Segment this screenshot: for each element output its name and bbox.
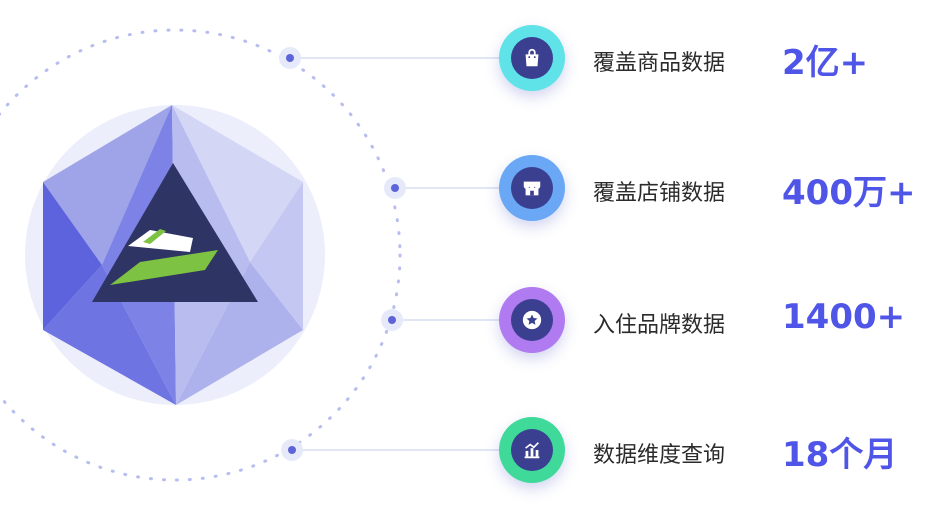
stat-label: 数据维度查询 (593, 443, 726, 468)
stat-badge (499, 155, 565, 221)
stat-value: 2亿+ (782, 43, 869, 83)
shopping-bag-icon (525, 48, 539, 67)
polyhedron-emblem (25, 105, 325, 405)
stat-badge (499, 25, 565, 91)
stat-row-query: 数据维度查询 18个月 (0, 417, 949, 487)
orbit-dot (384, 177, 406, 199)
orbit-dot (279, 47, 301, 69)
stat-value: 1400+ (782, 297, 906, 337)
star-icon (522, 310, 542, 330)
store-icon (523, 181, 541, 196)
stat-label: 覆盖商品数据 (593, 51, 726, 76)
stat-value: 400万+ (782, 173, 916, 213)
stat-row-products: 覆盖商品数据 2亿+ (0, 25, 949, 95)
stat-value: 18个月 (782, 435, 898, 475)
stat-badge (499, 417, 565, 483)
stat-row-stores: 覆盖店铺数据 400万+ (0, 155, 949, 225)
stat-row-brands: 入住品牌数据 1400+ (0, 287, 949, 357)
orbit-dot (281, 439, 303, 461)
bar-chart-icon (524, 442, 540, 459)
orbit-dot (381, 309, 403, 331)
stat-label: 入住品牌数据 (593, 313, 726, 338)
stat-badge (499, 287, 565, 353)
dotted-orbit (0, 28, 402, 482)
stat-label: 覆盖店铺数据 (593, 181, 726, 206)
